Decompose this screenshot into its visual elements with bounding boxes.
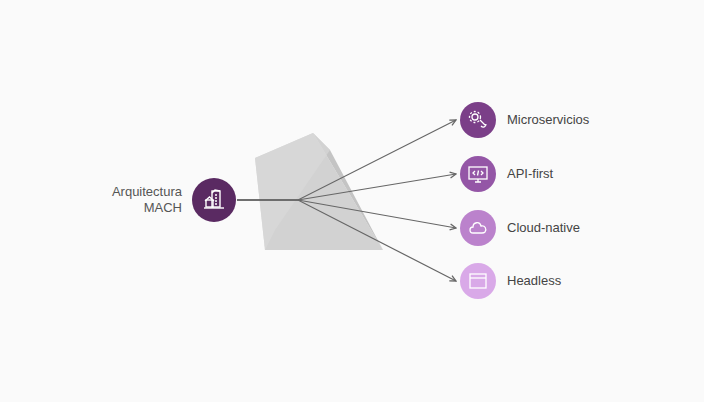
node-label: Arquitectura MACH [108, 184, 182, 216]
node-label: Microservicios [507, 112, 589, 128]
connector-arrow [237, 174, 456, 200]
node-label: API-first [507, 166, 553, 182]
node-label: Headless [507, 273, 561, 289]
concept-node: Headless [460, 263, 561, 299]
node-label: Cloud-native [507, 220, 580, 236]
connector-arrow [237, 200, 456, 228]
concept-icon [192, 178, 236, 222]
prism-facet [255, 133, 330, 250]
concept-icon [460, 102, 496, 138]
concept-node: Microservicios [460, 102, 589, 138]
concept-node: API-first [460, 156, 553, 192]
connector-arrow [237, 200, 456, 281]
concept-icon [460, 156, 496, 192]
concept-icon [460, 263, 496, 299]
prism-body [255, 133, 383, 250]
concept-node: Arquitectura MACH [108, 178, 236, 222]
concept-node: Cloud-native [460, 210, 580, 246]
connector-arrow [237, 120, 456, 200]
concept-icon [460, 210, 496, 246]
